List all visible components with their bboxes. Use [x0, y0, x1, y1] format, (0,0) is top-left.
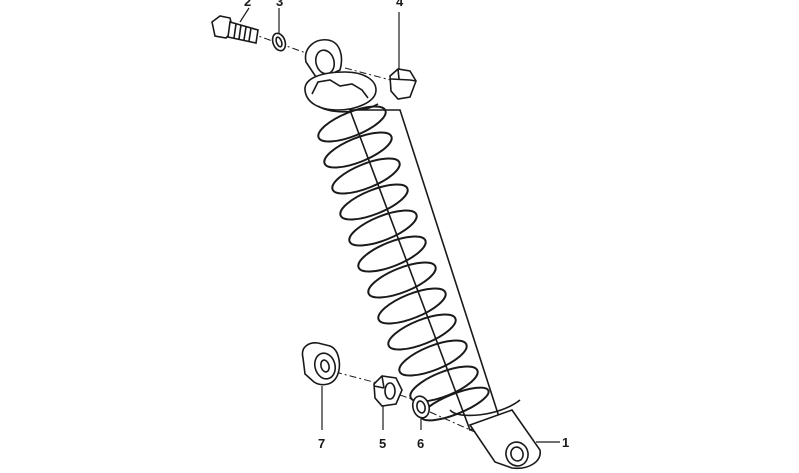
lower-eye-bore — [510, 446, 524, 462]
nut-facets — [390, 68, 417, 82]
top-leader-lines — [239, 7, 280, 33]
upper-right-axis-line — [344, 67, 399, 83]
top-mount — [304, 71, 377, 111]
bushing-bore — [320, 359, 330, 373]
nut-bore-lower — [384, 382, 396, 400]
lock-washer-icon[interactable] — [270, 31, 287, 52]
nut-body — [389, 68, 417, 100]
rubber-bushing-icon[interactable] — [301, 342, 341, 430]
hex-nut-lower-icon[interactable] — [373, 375, 403, 430]
lock-washer-inner — [275, 36, 283, 48]
hex-nut-upper-icon[interactable] — [389, 12, 417, 100]
callout-1[interactable]: 1 — [562, 435, 569, 450]
shock-absorber-icon[interactable] — [304, 38, 560, 470]
bolt-thread — [233, 23, 252, 42]
callout-3[interactable]: 3 — [276, 0, 283, 9]
bolt-shank — [227, 20, 259, 44]
nut-facets-lower — [373, 375, 385, 389]
callout-labels: 2 3 4 1 7 5 6 — [244, 0, 569, 451]
lower-axis-line-a — [334, 371, 386, 386]
callout-6[interactable]: 6 — [417, 436, 424, 451]
lower-seat — [449, 399, 521, 417]
callout-2[interactable]: 2 — [244, 0, 251, 9]
callout-4[interactable]: 4 — [396, 0, 404, 9]
callout-7[interactable]: 7 — [318, 436, 325, 451]
washer-icon[interactable] — [410, 394, 431, 430]
washer-inner — [416, 400, 426, 414]
callout-5[interactable]: 5 — [379, 436, 386, 451]
leader-line-2 — [239, 7, 250, 23]
spring-coils — [317, 105, 490, 422]
damper-fill — [348, 109, 502, 432]
hex-bolt-icon[interactable] — [211, 15, 259, 44]
top-mount-nut — [311, 79, 369, 99]
